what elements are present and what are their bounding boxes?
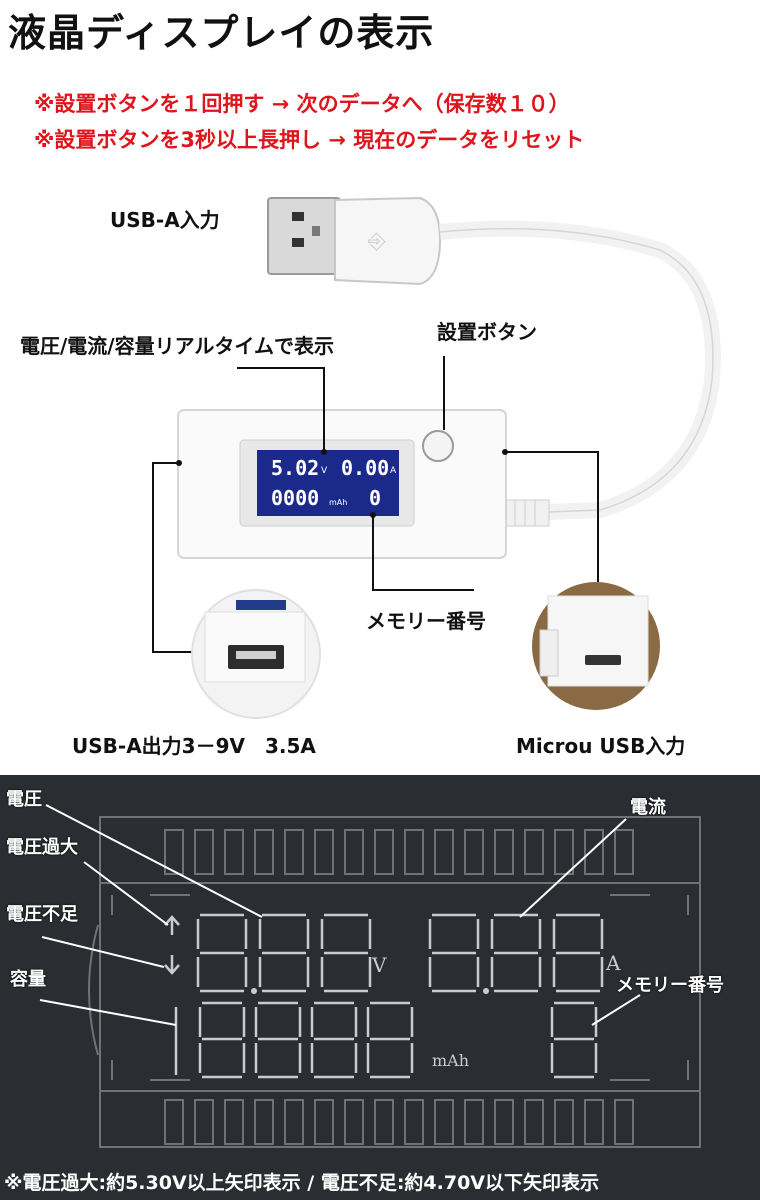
usb-tester-illustration: ⎆ bbox=[152, 196, 721, 719]
leader-dots bbox=[176, 449, 508, 518]
note-reset-data: ※設置ボタンを3秒以上長押し → 現在のデータをリセット bbox=[34, 128, 585, 152]
capacity-digits bbox=[174, 1001, 414, 1079]
device-capacity-value: 0000 bbox=[271, 486, 320, 510]
pointer-capacity bbox=[39, 999, 177, 1026]
label-set-button: 設置ボタン bbox=[437, 320, 537, 344]
lcd-indicator-arrows bbox=[164, 915, 180, 975]
micro-usb-input-inset bbox=[532, 582, 660, 710]
lcd-voltage-unit: V bbox=[372, 953, 387, 977]
callout-voltage: 電圧 bbox=[6, 789, 42, 810]
device-voltage-value: 5.02 bbox=[271, 456, 320, 480]
cable-outline bbox=[439, 227, 714, 513]
device-capacity-unit: mAh bbox=[329, 498, 348, 507]
footer-note: ※電圧過大:約5.30V以上矢印表示 / 電圧不足:約4.70V以下矢印表示 bbox=[4, 1172, 600, 1194]
device-voltage-unit: V bbox=[321, 466, 328, 476]
label-usb-a-output: USB-A出力3－9V 3.5A bbox=[72, 734, 316, 758]
callout-overvoltage: 電圧過大 bbox=[6, 837, 78, 858]
pointer-memory bbox=[591, 994, 641, 1026]
usb-a-plug: ⎆ bbox=[267, 196, 442, 286]
lcd-diagram-section: V A mAh 電圧 電圧過大 電圧不足 容量 電流 メモリー番号 bbox=[0, 775, 760, 1200]
lcd-capacity-unit: mAh bbox=[432, 1051, 470, 1070]
lcd-decimal-points bbox=[251, 988, 489, 994]
lcd-inner-frame bbox=[99, 882, 701, 1092]
lcd-top-pins bbox=[164, 829, 634, 875]
device-memory-value: 0 bbox=[369, 486, 382, 510]
note-next-data: ※設置ボタンを１回押す → 次のデータへ（保存数１０） bbox=[34, 92, 570, 116]
label-memory-number: メモリー番号 bbox=[366, 609, 486, 633]
device-current-value: 0.00 bbox=[341, 456, 390, 480]
cable-strain-relief bbox=[504, 499, 550, 527]
lcd-current-unit: A bbox=[606, 951, 621, 975]
label-realtime-display: 電圧/電流/容量リアルタイムで表示 bbox=[20, 334, 335, 358]
svg-text:⎆: ⎆ bbox=[368, 229, 386, 254]
device-screen bbox=[257, 450, 399, 516]
set-button-graphic bbox=[422, 430, 454, 462]
undervoltage-arrow-icon bbox=[164, 955, 180, 975]
pointer-current bbox=[519, 818, 627, 918]
callout-capacity: 容量 bbox=[10, 969, 46, 990]
label-micro-usb-input: Microu USB入力 bbox=[516, 734, 686, 758]
memory-digit bbox=[550, 1001, 598, 1079]
usb-a-output-inset bbox=[191, 589, 321, 719]
callout-memory: メモリー番号 bbox=[616, 975, 724, 996]
current-digits bbox=[428, 913, 604, 993]
product-photo-section: 液晶ディスプレイの表示 ※設置ボタンを１回押す → 次のデータへ（保存数１０） … bbox=[8, 11, 721, 758]
page-title: 液晶ディスプレイの表示 bbox=[8, 11, 435, 55]
lcd-segment-diagram bbox=[39, 804, 701, 1148]
voltage-digits bbox=[196, 913, 372, 993]
device-current-unit: A bbox=[390, 466, 397, 476]
overvoltage-arrow-icon bbox=[164, 915, 180, 935]
lcd-bottom-pins bbox=[164, 1099, 634, 1145]
lcd-outer-frame bbox=[99, 816, 701, 1148]
pointer-undervoltage bbox=[41, 936, 165, 968]
lcd-digit-segments bbox=[174, 913, 604, 1079]
leader-lines bbox=[152, 356, 599, 653]
callout-pointers bbox=[39, 804, 641, 1026]
device-screen-readout: 5.02 V 0.00 A 0000 mAh 0 bbox=[259, 452, 399, 516]
pointer-overvoltage bbox=[83, 861, 169, 926]
label-usb-a-input: USB-A入力 bbox=[110, 208, 220, 232]
lcd-side-dashes bbox=[111, 894, 689, 1081]
callout-undervoltage: 電圧不足 bbox=[6, 904, 78, 925]
pointer-voltage bbox=[45, 804, 263, 918]
callout-current: 電流 bbox=[630, 797, 666, 818]
